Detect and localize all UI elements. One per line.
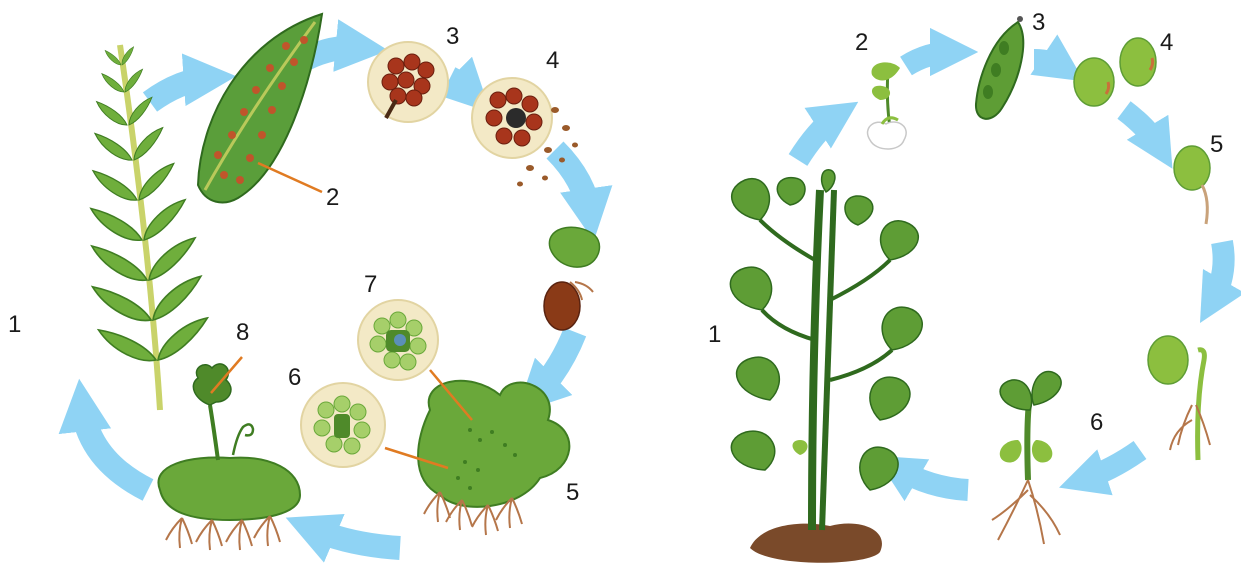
- fern-label-3: 3: [446, 23, 459, 50]
- bean-pod: [976, 16, 1023, 119]
- fern-frond: [87, 45, 212, 410]
- bean-cycle-arrows: [798, 52, 1224, 490]
- young-sporophyte: [158, 364, 300, 550]
- fern-life-cycle: 1 2 3 4 5 6 7 8: [8, 14, 599, 550]
- fern-label-5: 5: [566, 479, 579, 506]
- prothallus: [418, 381, 569, 535]
- leader-line-2: [258, 163, 322, 192]
- fern-label-2: 2: [326, 184, 339, 211]
- fern-label-6: 6: [288, 364, 301, 391]
- fern-label-7: 7: [364, 271, 377, 298]
- sporangium-closed: [368, 42, 448, 122]
- antheridium-magnified: [301, 383, 385, 467]
- fern-label-4: 4: [546, 47, 559, 74]
- seedling-emerging: [1148, 336, 1210, 460]
- bean-flower: [868, 62, 907, 149]
- mature-bean-plant: [730, 170, 922, 563]
- fern-label-1: 1: [8, 311, 21, 338]
- archegonium-magnified: [358, 300, 438, 380]
- bean-label-5: 5: [1210, 131, 1223, 158]
- bean-life-cycle: 1 2 3 4 5 6: [708, 9, 1224, 563]
- bean-label-6: 6: [1090, 409, 1103, 436]
- bean-seeds: [1074, 38, 1156, 106]
- germinating-seed: [1174, 146, 1210, 224]
- bean-label-3: 3: [1032, 9, 1045, 36]
- fern-label-8: 8: [236, 319, 249, 346]
- bean-label-2: 2: [855, 29, 868, 56]
- germinating-spore: [544, 227, 599, 330]
- bean-label-1: 1: [708, 321, 721, 348]
- fern-pinna-with-sori: [198, 14, 322, 202]
- young-bean-plant: [992, 372, 1061, 544]
- bean-label-4: 4: [1160, 29, 1173, 56]
